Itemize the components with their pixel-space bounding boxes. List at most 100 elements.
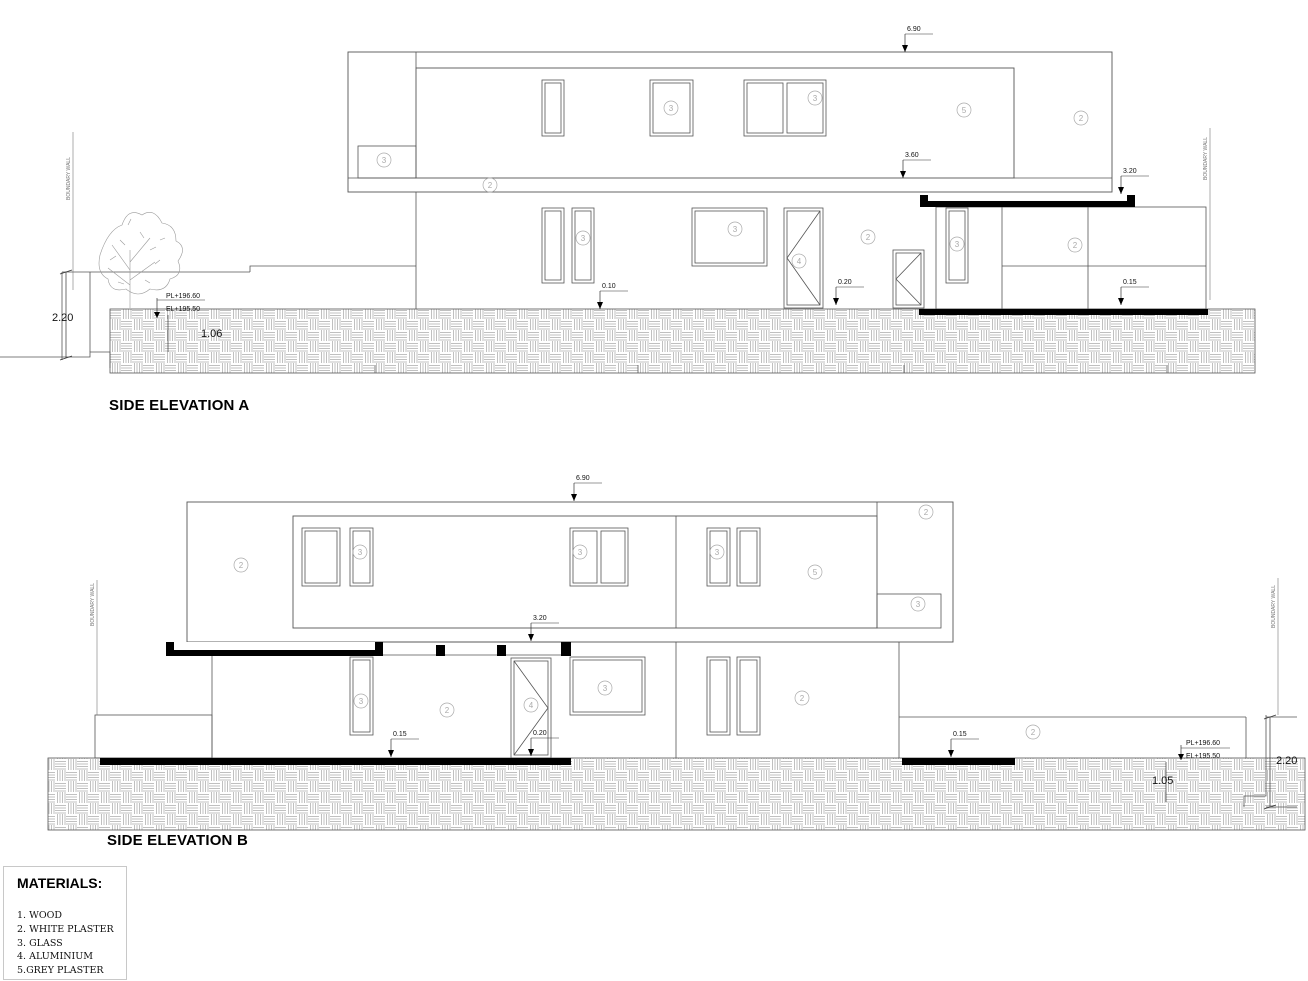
material-tag: 3 <box>597 680 613 696</box>
svg-text:2: 2 <box>445 706 450 715</box>
materials-list: 1. WOOD 2. WHITE PLASTER 3. GLASS 4. ALU… <box>17 909 114 978</box>
svg-text:3: 3 <box>603 684 608 693</box>
material-tag: 3 <box>709 544 725 560</box>
material-tag: 5 <box>956 102 972 118</box>
material-tag: 2 <box>439 702 455 718</box>
material-tag: 3 <box>949 236 965 252</box>
svg-text:3: 3 <box>358 548 363 557</box>
wall-height-dimension <box>1263 714 1277 810</box>
materials-item: 5.GREY PLASTER <box>17 965 104 977</box>
material-tag: 3 <box>572 544 588 560</box>
ground-paving <box>109 308 1256 374</box>
material-tag: 3 <box>575 230 591 246</box>
level-marker: 6.90 <box>902 26 933 52</box>
svg-text:2: 2 <box>1031 728 1036 737</box>
svg-text:3: 3 <box>669 104 674 113</box>
aluminium-door <box>783 207 925 309</box>
material-tag: 2 <box>918 504 934 520</box>
svg-text:3: 3 <box>916 600 921 609</box>
el-level: EL+195.50 <box>1186 753 1220 760</box>
svg-text:4: 4 <box>797 257 802 266</box>
boundary-wall-label-right: BOUNDARY WALL <box>1271 585 1277 628</box>
material-tag: 3 <box>663 100 679 116</box>
level-marker: 3.20 <box>1118 168 1149 194</box>
material-tag: 3 <box>807 90 823 106</box>
canopy <box>920 195 1135 207</box>
svg-text:5: 5 <box>813 568 818 577</box>
terrace-slab-left <box>100 758 571 765</box>
material-tag: 3 <box>910 596 926 612</box>
grey-plaster-panel <box>292 515 878 629</box>
elevation-b-title: SIDE ELEVATION B <box>107 832 248 849</box>
terrace-slab <box>919 309 1208 315</box>
level-marker: 0.20 <box>833 279 864 305</box>
level-marker: 6.90 <box>571 475 602 501</box>
level-label: 0.15 <box>1123 279 1137 286</box>
material-tag: 2 <box>860 229 876 245</box>
svg-text:2: 2 <box>239 561 244 570</box>
svg-text:3: 3 <box>715 548 720 557</box>
svg-text:2: 2 <box>800 694 805 703</box>
level-marker: 3.20 <box>528 615 559 641</box>
material-tag: 4 <box>523 697 539 713</box>
boundary-wall-label-right: BOUNDARY WALL <box>1203 137 1209 180</box>
ground-paving <box>47 757 1306 831</box>
material-tag: 2 <box>1073 110 1089 126</box>
level-marker: 0.15 <box>388 731 419 757</box>
materials-item: 3. GLASS <box>17 937 63 949</box>
svg-text:3: 3 <box>578 548 583 557</box>
level-marker: 0.15 <box>1118 279 1149 305</box>
svg-text:3: 3 <box>733 225 738 234</box>
level-label: 3.20 <box>533 615 547 622</box>
tree-icon <box>98 212 183 308</box>
level-label: 0.15 <box>953 731 967 738</box>
svg-text:3: 3 <box>382 156 387 165</box>
el-level: EL+195.50 <box>166 306 200 313</box>
svg-text:2: 2 <box>1079 114 1084 123</box>
wall-height-label: 2.20 <box>52 312 73 324</box>
material-tag: 3 <box>727 221 743 237</box>
canopy <box>166 642 571 656</box>
level-label: 0.20 <box>533 730 547 737</box>
materials-item: 1. WOOD <box>17 910 63 921</box>
svg-text:3: 3 <box>581 234 586 243</box>
material-tag: 3 <box>352 544 368 560</box>
level-label: 6.90 <box>576 475 590 482</box>
boundary-wall-lines <box>72 128 1211 300</box>
grey-plaster-panel <box>415 67 1015 179</box>
svg-text:3: 3 <box>813 94 818 103</box>
terrace-slab-right <box>902 758 1015 765</box>
svg-text:4: 4 <box>529 701 534 710</box>
material-tag: 3 <box>376 152 392 168</box>
material-tag: 2 <box>794 690 810 706</box>
svg-text:2: 2 <box>1073 241 1078 250</box>
upper-floor-volume <box>347 51 1113 193</box>
level-marker: 3.60 <box>900 152 931 178</box>
ground-floor-volume <box>94 641 1247 759</box>
elevation-a-title: SIDE ELEVATION A <box>109 397 250 414</box>
step-height-label: 1.05 <box>1152 775 1173 787</box>
materials-legend: MATERIALS: 1. WOOD 2. WHITE PLASTER 3. G… <box>3 866 127 980</box>
level-marker: 0.20 <box>528 730 559 756</box>
boundary-wall-label-left: BOUNDARY WALL <box>66 157 72 200</box>
step-height-label: 1.06 <box>201 328 222 340</box>
material-tag: 2 <box>233 557 249 573</box>
upper-windows <box>541 79 827 137</box>
upper-windows <box>301 527 761 587</box>
material-tag: 4 <box>791 253 807 269</box>
svg-text:2: 2 <box>866 233 871 242</box>
level-marker: 0.15 <box>948 731 979 757</box>
wall-height-dimension <box>59 269 73 361</box>
boundary-wall-label-left: BOUNDARY WALL <box>90 583 96 626</box>
level-label: 0.20 <box>838 279 852 286</box>
pl-level: PL+196.60 <box>166 293 200 300</box>
pl-level: PL+196.60 <box>1186 740 1220 747</box>
terrain-right <box>1243 715 1297 808</box>
level-label: 3.60 <box>905 152 919 159</box>
materials-item: 2. WHITE PLASTER <box>17 923 114 935</box>
svg-text:5: 5 <box>962 106 967 115</box>
boundary-wall-lines <box>96 578 1279 715</box>
